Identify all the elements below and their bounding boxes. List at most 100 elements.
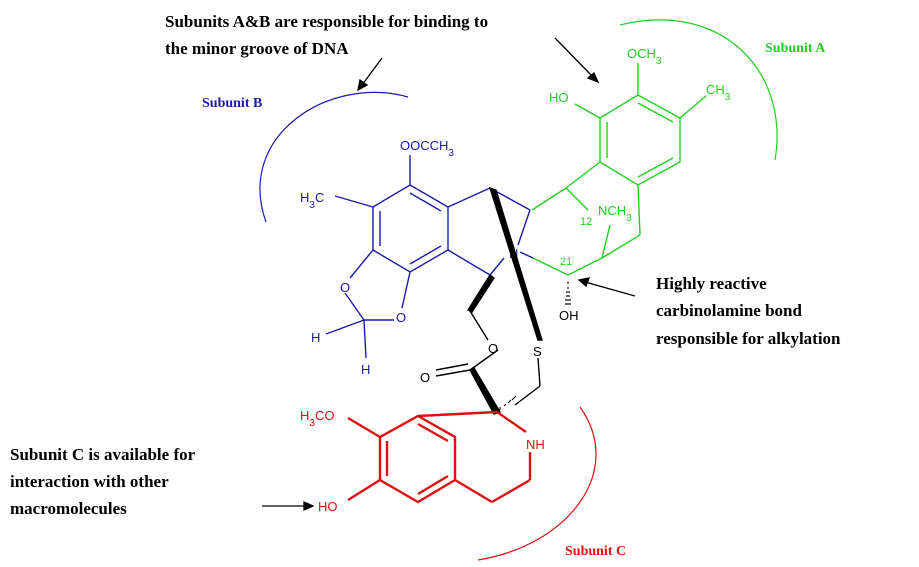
- bond-a3: [637, 184, 641, 236]
- bond-a2: [531, 187, 567, 211]
- bond-ch2-spiro: [514, 385, 541, 406]
- ring-c-double-2: [417, 474, 449, 496]
- atom-oocch3: OOCCH3: [400, 138, 454, 159]
- bond-a1: [565, 161, 601, 189]
- bond-s-ch2: [537, 357, 541, 387]
- subunit-b-label: Subunit B: [202, 96, 262, 111]
- annotation-reactive-line3: responsible for alkylation: [656, 329, 841, 348]
- bond-c-o-double-1: [435, 369, 471, 377]
- arrowhead-ab-to-b: [357, 78, 369, 92]
- bond-dioxole-3: [344, 292, 365, 321]
- subunit-c-aromatic-ring: [378, 414, 457, 504]
- wedge-bond-b-to-ch2: [466, 273, 495, 313]
- atom-label-12: 12: [580, 216, 592, 228]
- arrow-ab-to-a: [554, 37, 594, 78]
- atom-o-carbonyl: O: [420, 370, 430, 385]
- annotation-ab-line1: Subunits A&B are responsible for binding…: [165, 12, 488, 31]
- bond-dioxole-1: [349, 249, 374, 279]
- bond-dioxole-2: [401, 271, 411, 309]
- bond-a7: [565, 187, 589, 211]
- arrowhead-subunit-c: [303, 500, 315, 512]
- atom-nch3: NCH3: [598, 203, 632, 224]
- subunit-a-aromatic-ring: [599, 94, 681, 186]
- subunit-b-aromatic-ring: [372, 184, 449, 273]
- annotation-arrows: [262, 37, 636, 512]
- arrowhead-ab-to-a: [586, 71, 600, 84]
- annotation-ab-line2: the minor groove of DNA: [165, 39, 349, 58]
- c21-oh-hashed-bond: [565, 282, 571, 305]
- bond-h3c: [334, 195, 374, 208]
- subunit-b-atoms: OOCCH3 H3C N O O H H: [300, 138, 518, 377]
- bond-c5: [454, 478, 493, 504]
- annotation-reactive-line2: carbinolamine bond: [656, 301, 802, 320]
- subunit-a-label: Subunit A: [765, 41, 826, 56]
- subunit-b-structure: [325, 155, 534, 359]
- annotation-c-line1: Subunit C is available for: [10, 445, 196, 464]
- annotation-reactive-line1: Highly reactive: [656, 274, 767, 293]
- bond-a6: [532, 257, 569, 276]
- bond-c1: [417, 410, 498, 418]
- atom-o-ester: O: [488, 341, 498, 356]
- linker-atoms: O O S: [420, 341, 542, 385]
- atom-h1: H: [311, 330, 320, 345]
- bond-a4: [601, 234, 641, 259]
- atom-och3: OCH3: [627, 46, 662, 67]
- atom-o1: O: [340, 280, 350, 295]
- bond-o-carbonyl: [469, 349, 499, 371]
- wedge-bond-b-to-s: [488, 186, 543, 341]
- atom-ho-c: HO: [318, 499, 338, 514]
- bond-b3: [517, 209, 531, 246]
- subunit-c-structure: [347, 410, 532, 504]
- atom-h2: H: [361, 362, 370, 377]
- bond-a8: [601, 224, 611, 259]
- bond-a5: [567, 257, 603, 276]
- ring-a-double-1: [637, 102, 674, 123]
- arrow-reactive: [584, 281, 636, 297]
- subunit-a-group: Subunit A: [619, 19, 826, 161]
- ring-c-double-1: [417, 422, 449, 443]
- bond-b6: [519, 251, 534, 259]
- subunit-c-group: Subunit C: [477, 406, 626, 561]
- bond-ho-a: [574, 103, 601, 119]
- bond-b1: [447, 187, 491, 208]
- bond-ch2-o: [469, 310, 489, 341]
- subunit-a-structure: [531, 63, 707, 276]
- subunit-c-label: Subunit C: [565, 544, 626, 559]
- atom-o2: O: [396, 310, 406, 325]
- bond-ch3-a: [679, 95, 707, 119]
- atom-ch3-a: CH3: [706, 82, 731, 103]
- bond-b5: [447, 249, 491, 276]
- ring-b-double-2: [409, 245, 442, 265]
- annotation-c-line3: macromolecules: [10, 499, 127, 518]
- subunit-c-arc: [477, 406, 597, 561]
- bond-c-o-double-2: [435, 363, 469, 371]
- ring-b-double-1: [409, 192, 442, 212]
- atom-h3co: H3CO: [300, 408, 334, 429]
- bond-ch2-h1: [325, 319, 365, 335]
- hashed-bond-spiro: [499, 395, 517, 410]
- atom-nh: NH: [526, 437, 545, 452]
- bond-h3co: [347, 416, 381, 439]
- bond-ch2-h2: [363, 319, 367, 359]
- wedge-bond-carbonyl-to-spiro: [469, 367, 502, 415]
- subunit-a-arc: [619, 19, 778, 161]
- subunit-b-group: Subunit B: [202, 91, 409, 223]
- bond-ho-c: [347, 478, 381, 502]
- bond-c4: [491, 478, 531, 504]
- arrowhead-reactive: [577, 277, 591, 288]
- ring-a-double-2: [637, 157, 674, 178]
- atom-label-21: 21: [560, 256, 572, 268]
- atom-oh: OH: [559, 308, 579, 323]
- subunit-a-atoms: OCH3 HO CH3 NCH3 12 21: [549, 46, 731, 268]
- annotation-c-line2: interaction with other: [10, 472, 169, 491]
- atom-ho-a: HO: [549, 90, 569, 105]
- subunit-b-arc: [259, 91, 409, 223]
- bond-c2: [496, 411, 527, 433]
- subunit-c-atoms: H3CO NH HO: [300, 408, 545, 514]
- linker-structure: [435, 186, 543, 415]
- atom-s: S: [533, 344, 542, 359]
- bond-b4: [489, 257, 505, 276]
- arrow-ab-to-b: [361, 57, 383, 86]
- atom-h3c: H3C: [300, 190, 324, 211]
